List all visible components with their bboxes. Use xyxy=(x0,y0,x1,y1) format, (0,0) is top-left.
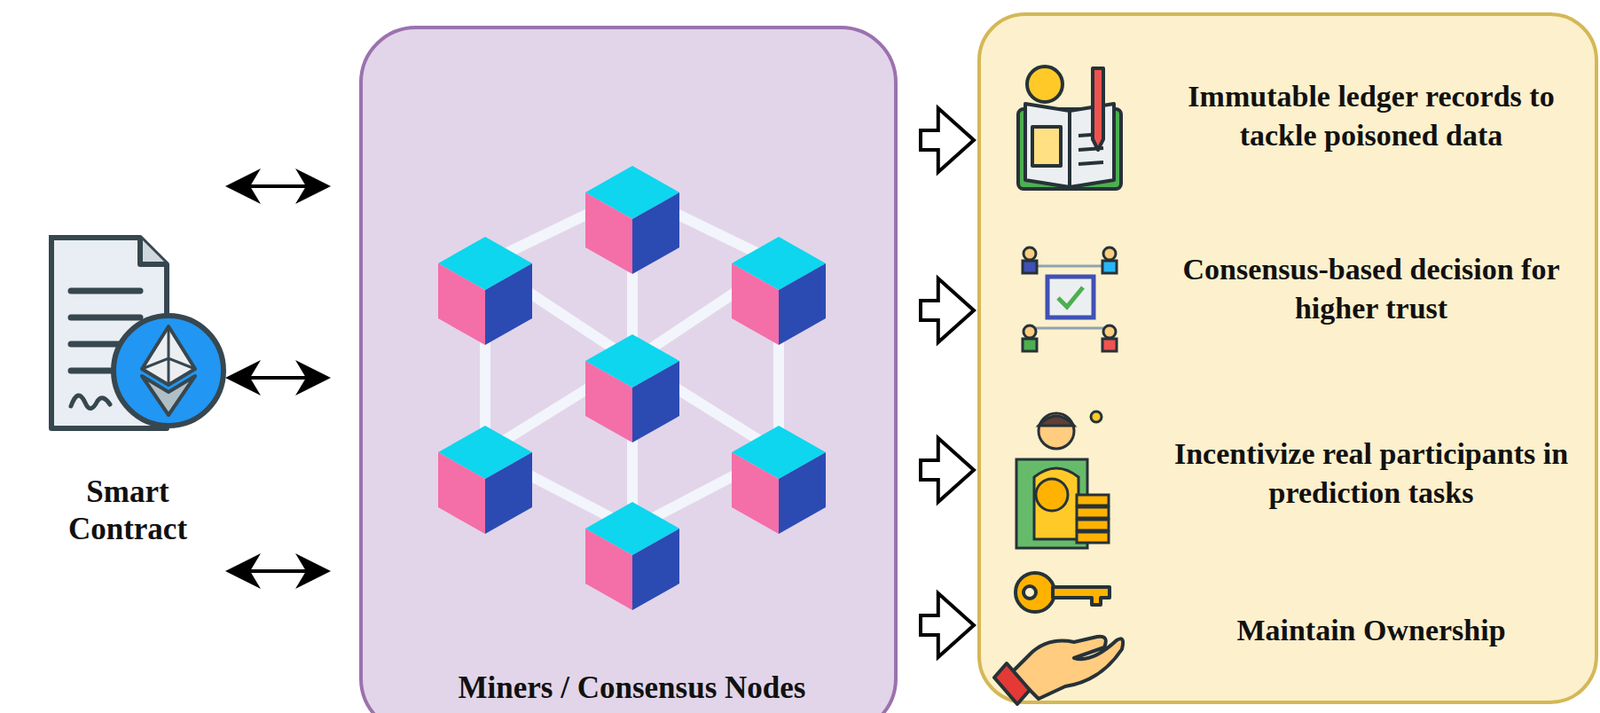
benefit-text: Immutable ledger records to tackle poiso… xyxy=(1149,77,1593,156)
consensus-box: Miners / Consensus Nodes xyxy=(359,25,898,713)
benefit-text: Incentivize real participants in predict… xyxy=(1149,434,1593,513)
benefit-panel: Immutable ledger records to tackle poiso… xyxy=(977,12,1599,705)
hollow-arrow xyxy=(920,108,974,173)
benefit-text: Consensus-based decision for higher trus… xyxy=(1149,250,1593,329)
double-arrow xyxy=(232,184,324,189)
benefit-text: Maintain Ownership xyxy=(1149,611,1593,651)
double-arrow xyxy=(232,376,324,380)
hollow-arrow xyxy=(920,278,974,343)
benefit-icons xyxy=(980,15,1150,708)
node-label: Miners / Consensus Nodes xyxy=(362,669,902,707)
hollow-arrow xyxy=(920,593,974,658)
double-arrow xyxy=(232,569,324,573)
contract-node: Smart Contract xyxy=(24,228,231,559)
block-network xyxy=(362,29,902,651)
contract-icon xyxy=(24,228,231,460)
node-label: Smart Contract xyxy=(24,473,231,549)
hollow-arrow xyxy=(920,438,974,502)
